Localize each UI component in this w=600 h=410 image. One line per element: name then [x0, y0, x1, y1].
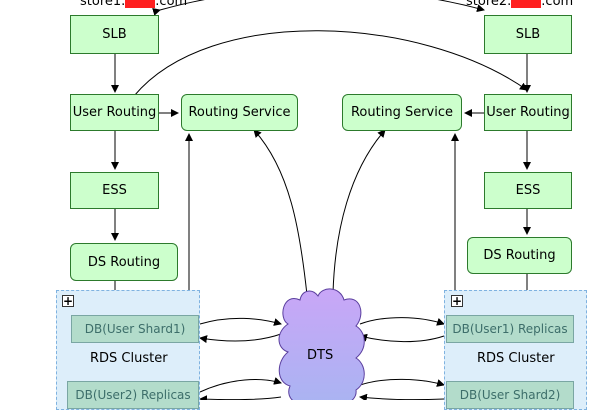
dts-to-shard1-left-b [199, 333, 282, 344]
dts-to-shard2-left-b [199, 395, 282, 400]
rds-cluster-left: + DB(User Shard1) RDS Cluster DB(User2) … [56, 290, 200, 410]
user-routing-right: User Routing [484, 94, 572, 131]
ess-right: ESS [484, 172, 572, 209]
dts-to-shard1-left-a [199, 317, 282, 326]
dts-to-service-left [253, 129, 308, 296]
dts-to-shard2-right-a [359, 378, 445, 387]
db-user2-replicas: DB(User2) Replicas [67, 381, 199, 409]
slb-right: SLB [484, 15, 572, 54]
cluster-label: RDS Cluster [477, 351, 555, 366]
expand-button[interactable]: + [62, 294, 74, 308]
routing-service-right: Routing Service [342, 94, 462, 131]
cross-arc-left-to-right [133, 30, 528, 97]
cluster-label: RDS Cluster [90, 351, 168, 366]
store-label-left: store1..com [80, 0, 187, 9]
ess-left: ESS [70, 172, 159, 209]
ds-routing-right: DS Routing [467, 237, 572, 274]
user-routing-left: User Routing [70, 94, 159, 131]
redaction-mark [125, 0, 156, 8]
dts-to-shard1-right-a [359, 317, 445, 326]
slb-cross-arc [152, 0, 485, 16]
db-user-shard2: DB(User Shard2) [446, 381, 574, 409]
dts-to-service-right [332, 129, 386, 294]
routing-service-left: Routing Service [181, 94, 298, 131]
ds-routing-left: DS Routing [70, 243, 178, 281]
rds-cluster-right: + DB(User1) Replicas RDS Cluster DB(User… [444, 290, 587, 410]
db-user1-replicas: DB(User1) Replicas [446, 315, 574, 343]
db-user-shard1: DB(User Shard1) [71, 315, 199, 343]
store-label-right: store2..com [466, 0, 573, 9]
expand-button[interactable]: + [451, 294, 463, 308]
dts-to-shard2-left-a [199, 377, 282, 393]
slb-left: SLB [70, 15, 159, 54]
dts-label: DTS [307, 348, 334, 363]
dts-to-shard2-right-b [359, 393, 445, 400]
redaction-mark [511, 0, 542, 8]
dts-to-shard1-right-b [359, 333, 445, 343]
